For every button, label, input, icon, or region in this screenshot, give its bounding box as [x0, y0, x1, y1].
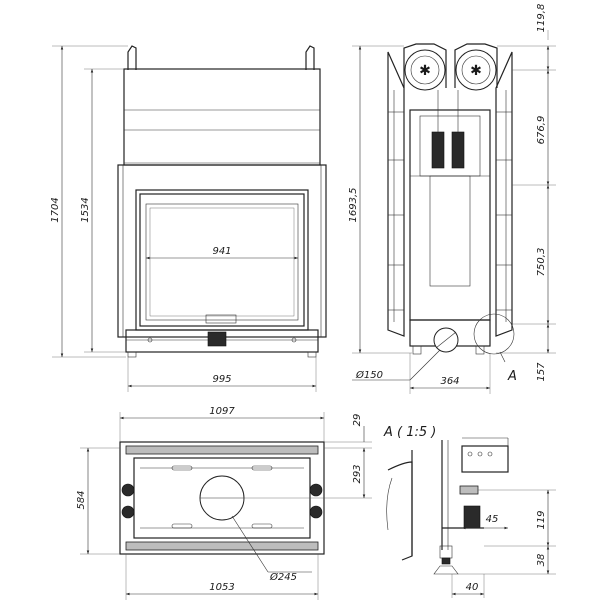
dim-top-depth: 584 — [76, 490, 87, 509]
dim-front-width: 995 — [212, 374, 231, 385]
top-bolt-2 — [121, 505, 135, 519]
front-hood — [123, 68, 321, 166]
dim-top-depth-b: 293 — [352, 464, 363, 483]
detail-foot-block — [463, 505, 481, 529]
dim-side-depth: 364 — [440, 376, 459, 387]
front-air-control — [207, 331, 227, 347]
dim-top-inner-width: 1053 — [209, 582, 234, 593]
dim-side-lower: 750,3 — [536, 248, 547, 277]
front-base — [125, 329, 319, 353]
dim-total-height: 1704 — [50, 197, 61, 222]
dim-side-flue: Ø150 — [355, 369, 383, 381]
dim-top-depth-a: 29 — [352, 414, 363, 427]
fan-left-icon: ✱ — [419, 63, 431, 79]
detail-marker-label: A — [507, 369, 517, 384]
detail-marker-circle — [473, 313, 515, 355]
top-bolt-3 — [309, 483, 323, 497]
fan-right-icon: ✱ — [470, 63, 482, 79]
detail-dim-a: 45 — [486, 514, 499, 525]
dim-side-upper: 676,9 — [536, 116, 547, 145]
side-casing-right — [495, 51, 513, 337]
dim-top-flue: Ø245 — [269, 571, 297, 583]
top-view: 1097 1053 584 29 293 Ø245 — [76, 406, 372, 600]
top-bolt-4 — [309, 505, 323, 519]
front-handle-left — [127, 45, 137, 70]
element-right — [451, 131, 465, 169]
dim-top-width: 1097 — [209, 406, 235, 417]
detail-dim-c: 38 — [536, 554, 547, 567]
dim-side-base: 157 — [536, 362, 547, 382]
front-view: 1704 1534 941 995 — [50, 45, 327, 392]
dim-body-height: 1534 — [80, 197, 91, 222]
side-body — [409, 109, 491, 321]
front-glass — [145, 203, 299, 321]
detail-foot — [433, 565, 459, 575]
top-bolt-1 — [121, 483, 135, 497]
detail-bracket — [461, 445, 509, 473]
dim-side-total: 1693,5 — [348, 188, 359, 223]
detail-title: A ( 1:5 ) — [383, 425, 436, 440]
side-ribs — [388, 111, 512, 311]
side-casing-left — [387, 51, 405, 337]
front-handle-right — [305, 45, 315, 70]
dim-glass-width: 941 — [212, 246, 231, 257]
detail-view: A ( 1:5 ) 45 119 38 — [383, 425, 556, 598]
dim-side-top: 119,8 — [536, 4, 547, 33]
front-door-frame — [135, 189, 309, 331]
detail-dim-b: 119 — [536, 510, 547, 529]
element-left — [431, 131, 445, 169]
detail-edge — [387, 461, 413, 561]
detail-dim-d: 40 — [466, 582, 479, 593]
side-view: ✱ ✱ — [348, 4, 556, 394]
